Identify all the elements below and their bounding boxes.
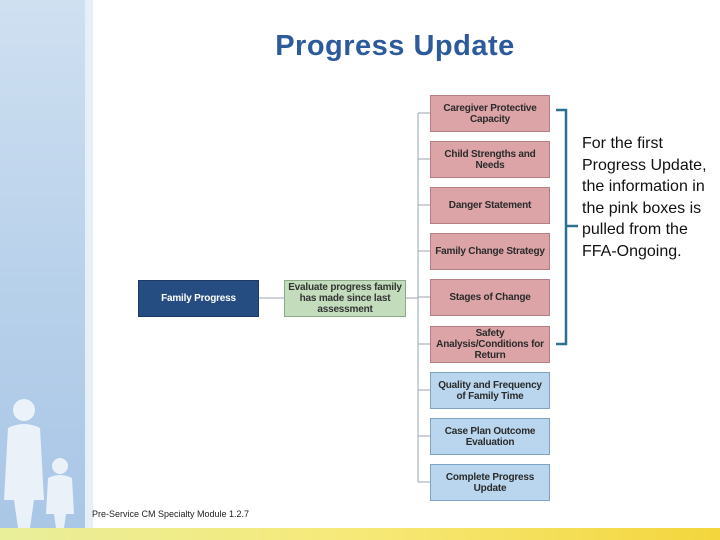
item-case-plan-outcome-evaluation: Case Plan Outcome Evaluation [430,418,550,455]
content-panel [85,0,720,528]
left-background [0,0,85,540]
pink-boxes-bracket [556,108,568,346]
family-silhouette-graphic [4,399,74,528]
item-quality-frequency-family-time: Quality and Frequency of Family Time [430,372,550,409]
explanatory-note: For the first Progress Update, the infor… [582,135,707,260]
diagram-mid-box: Evaluate progress family has made since … [284,280,406,317]
item-complete-progress-update: Complete Progress Update [430,464,550,501]
item-caregiver-protective-capacity: Caregiver Protective Capacity [430,95,550,132]
slide-footer: Pre-Service CM Specialty Module 1.2.7 [92,509,250,519]
item-stages-of-change: Stages of Change [430,279,550,316]
item-danger-statement: Danger Statement [430,187,550,224]
bottom-accent-bar [0,528,720,540]
item-family-change-strategy: Family Change Strategy [430,233,550,270]
slide-title: Progress Update [275,30,515,62]
item-safety-analysis: Safety Analysis/Conditions for Return [430,326,550,363]
item-child-strengths-needs: Child Strengths and Needs [430,141,550,178]
diagram-root-box: Family Progress [138,280,259,317]
